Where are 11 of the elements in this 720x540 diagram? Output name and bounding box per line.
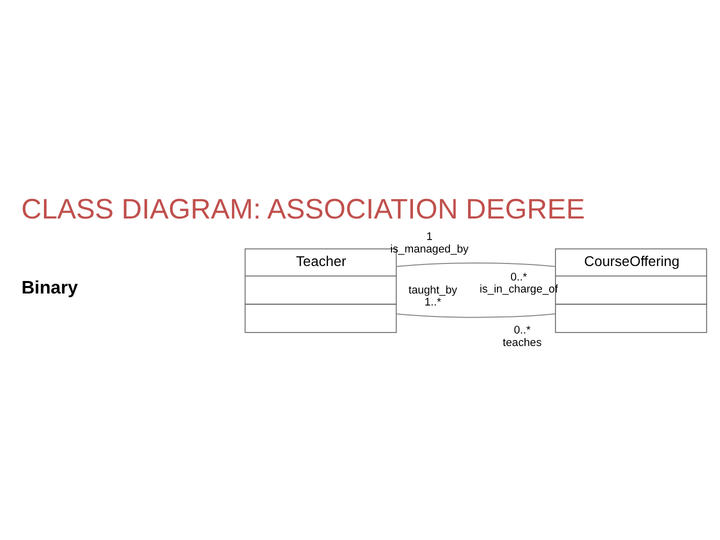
diagram-title: CLASS DIAGRAM: ASSOCIATION DEGREE — [21, 192, 585, 224]
label: teaches — [502, 336, 542, 348]
label: 1..* — [424, 296, 442, 308]
label: 1 — [426, 230, 433, 243]
connector — [396, 312, 556, 318]
label: Binary — [21, 277, 78, 298]
connector — [396, 262, 556, 266]
label: 0..* — [514, 324, 531, 336]
label: is_managed_by — [390, 242, 469, 255]
label: taught_by — [408, 284, 458, 296]
label: 0..* — [510, 270, 528, 283]
